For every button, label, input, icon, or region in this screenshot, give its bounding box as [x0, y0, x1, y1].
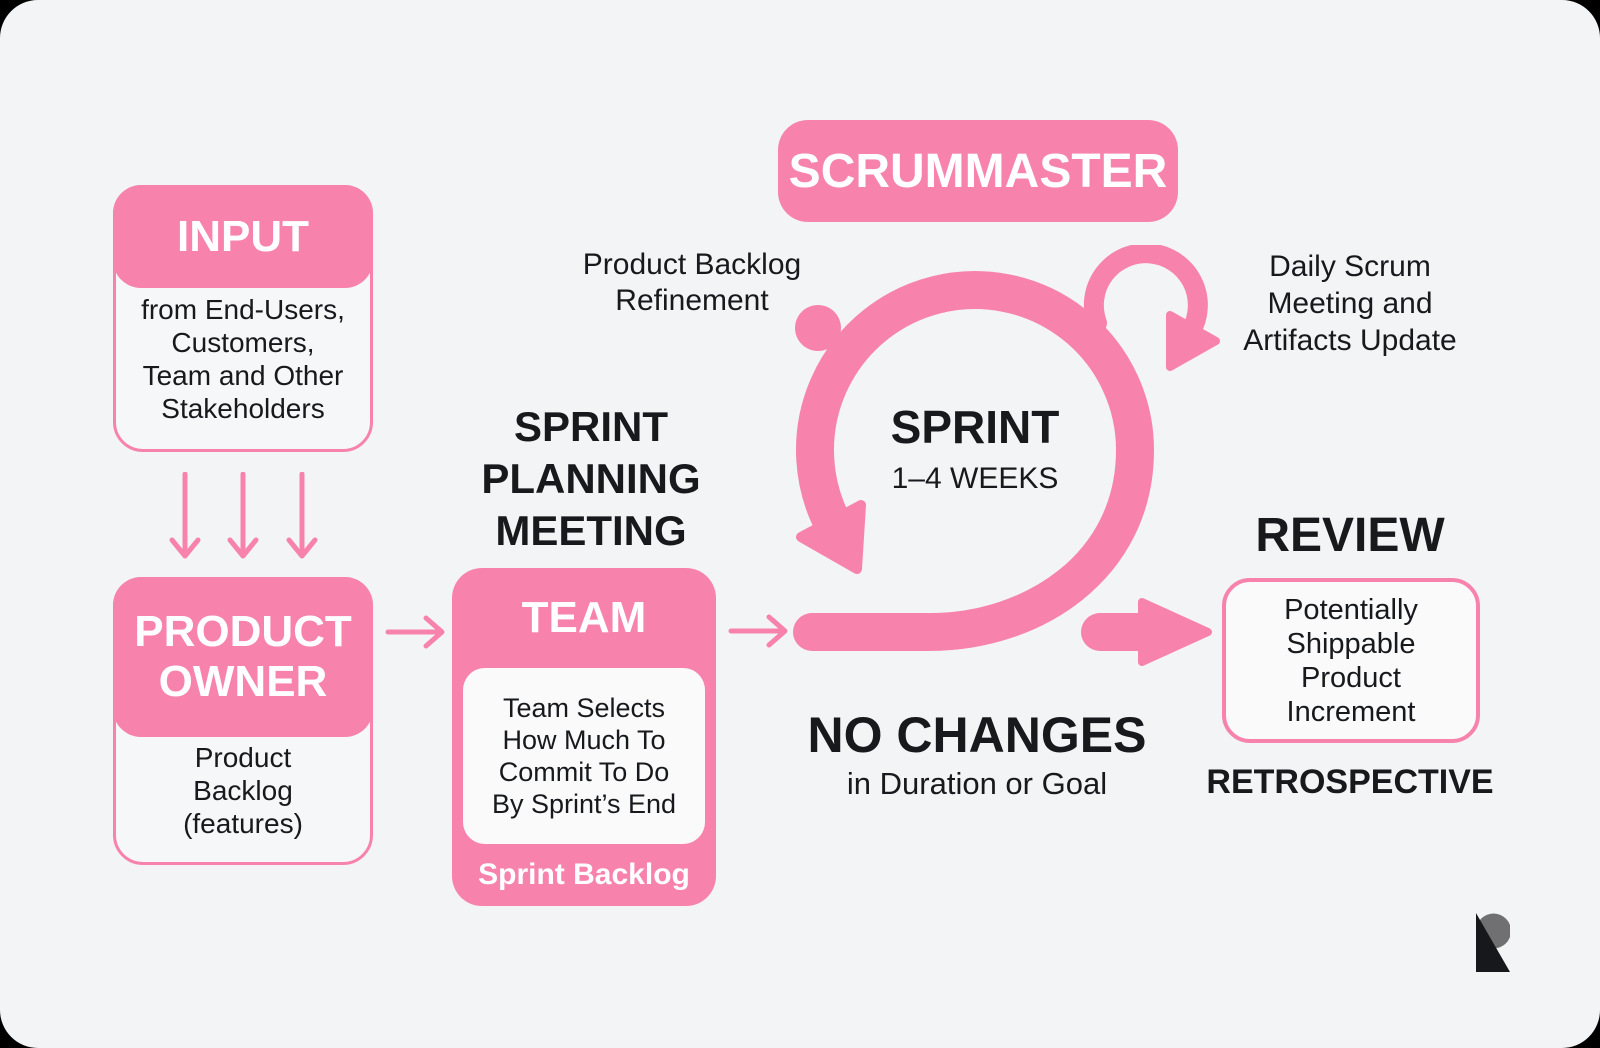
scrummaster-banner: SCRUMMASTER [778, 120, 1178, 222]
team-box: TEAM Team Selects How Much To Commit To … [452, 568, 716, 906]
product-owner-box: PRODUCT OWNER Product Backlog (features) [113, 577, 373, 865]
sprint-cycle-arrow-icon [793, 245, 1220, 666]
no-changes-subtitle: in Duration or Goal [846, 766, 1108, 801]
daily-scrum-loop-arrow-icon [1083, 245, 1208, 341]
right-arrow-icon [728, 614, 788, 648]
daily-scrum-label: Daily Scrum Meeting and Artifacts Update [1243, 250, 1457, 357]
review-box: Potentially Shippable Product Increment [1222, 578, 1480, 743]
down-arrow-icon [286, 472, 318, 559]
sprint-planning-label: SPRINT PLANNING MEETING [481, 403, 701, 554]
sprint-subtitle: 1–4 WEEKS [891, 462, 1059, 495]
right-arrow-icon [385, 615, 445, 649]
input-box-title: INPUT [113, 185, 373, 288]
r-mark-logo-icon [1476, 913, 1510, 972]
team-title: TEAM [521, 593, 647, 642]
product-owner-body: Product Backlog (features) [183, 741, 303, 839]
retrospective-label: RETROSPECTIVE [1206, 763, 1494, 801]
down-arrow-icon [169, 472, 201, 559]
down-arrow-icon [227, 472, 259, 559]
input-box-body: from End-Users, Customers, Team and Othe… [141, 294, 345, 424]
no-changes-title: NO CHANGES [807, 707, 1147, 763]
refinement-dot-icon [795, 305, 841, 351]
team-footer: Sprint Backlog [478, 858, 690, 891]
sprint-title: SPRINT [890, 401, 1060, 453]
review-title: REVIEW [1255, 509, 1445, 562]
refinement-label: Product Backlog Refinement [582, 248, 802, 317]
product-owner-title: PRODUCT OWNER [113, 577, 373, 737]
team-body: Team Selects How Much To Commit To Do By… [463, 668, 705, 844]
input-box: INPUT from End-Users, Customers, Team an… [113, 185, 373, 452]
